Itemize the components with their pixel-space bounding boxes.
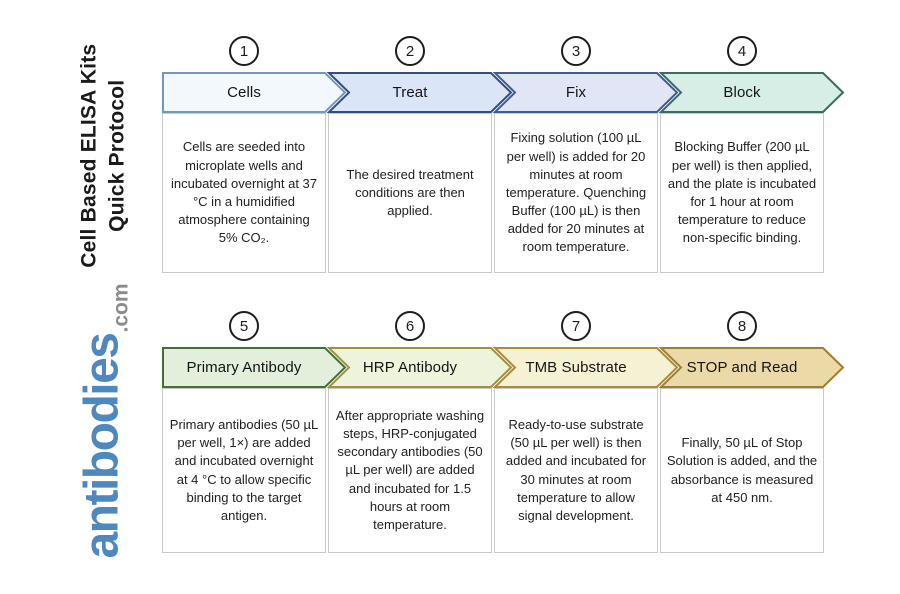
step-number-badge: 1 [229, 36, 259, 66]
step-description-text: Cells are seeded into microplate wells a… [171, 139, 317, 246]
step-number-wrap: 8 [660, 311, 824, 347]
step-label: Treat [392, 84, 428, 101]
step-label: Fix [565, 84, 587, 101]
step-number-badge: 3 [561, 36, 591, 66]
vertical-title-line1: Cell Based ELISA Kits [77, 43, 101, 268]
arrow-shape-icon [326, 347, 513, 388]
step-number-badge: 4 [727, 36, 757, 66]
step-arrow: Fix [492, 72, 679, 113]
step-number-badge: 7 [561, 311, 591, 341]
step-description: Ready-to-use substrate (50 µL per well) … [494, 388, 658, 553]
protocol-row-2: 5 Primary Antibody Primary antibodies (5… [162, 311, 845, 553]
step-label: TMB Substrate [525, 359, 627, 376]
step-description: Fixing solution (100 µL per well) is add… [494, 113, 658, 273]
step-column-2: 2 Treat The desired treatment conditions… [326, 36, 513, 273]
step-arrow: HRP Antibody [326, 347, 513, 388]
step-number-wrap: 1 [162, 36, 326, 72]
step-number-badge: 2 [395, 36, 425, 66]
step-description-text: After appropriate washing steps, HRP-con… [335, 407, 485, 532]
step-description-text: Ready-to-use substrate (50 µL per well) … [505, 416, 647, 523]
arrow-shape-icon [658, 347, 845, 388]
step-label: STOP and Read [686, 359, 798, 376]
step-arrow: TMB Substrate [492, 347, 679, 388]
step-column-1: 1 Cells Cells are seeded into microplate… [162, 36, 347, 273]
arrow-shape-icon [162, 72, 347, 113]
step-arrow: STOP and Read [658, 347, 845, 388]
step-description-text: Blocking Buffer (200 µL per well) is the… [667, 139, 817, 246]
step-number-badge: 6 [395, 311, 425, 341]
step-column-3: 3 Fix Fixing solution (100 µL per well) … [492, 36, 679, 273]
logo-wordmark: antibodies [75, 333, 129, 559]
arrow-shape-icon [492, 347, 679, 388]
step-description: Primary antibodies (50 µL per well, 1×) … [162, 388, 326, 553]
step-number-wrap: 7 [494, 311, 658, 347]
step-arrow: Block [658, 72, 845, 113]
step-label: Cells [227, 84, 261, 101]
step-description-text: Fixing solution (100 µL per well) is add… [505, 130, 647, 255]
step-arrow: Treat [326, 72, 513, 113]
step-column-7: 7 TMB Substrate Ready-to-use substrate (… [492, 311, 679, 553]
step-label: Block [723, 84, 761, 101]
vertical-title: Cell Based ELISA Kits Quick Protocol [75, 36, 130, 276]
step-arrow: Primary Antibody [162, 347, 347, 388]
arrow-shape-icon [326, 72, 513, 113]
logo-tld: .com [109, 283, 133, 333]
step-number-wrap: 5 [162, 311, 326, 347]
step-description-text: Primary antibodies (50 µL per well, 1×) … [169, 416, 319, 523]
step-description-text: Finally, 50 µL of Stop Solution is added… [666, 435, 818, 505]
step-description: After appropriate washing steps, HRP-con… [328, 388, 492, 553]
step-number-wrap: 3 [494, 36, 658, 72]
arrow-shape-icon [492, 72, 679, 113]
step-description: Finally, 50 µL of Stop Solution is added… [660, 388, 824, 553]
step-column-4: 4 Block Blocking Buffer (200 µL per well… [658, 36, 845, 273]
arrow-shape-icon [658, 72, 845, 113]
step-column-5: 5 Primary Antibody Primary antibodies (5… [162, 311, 347, 553]
arrow-shape-icon [162, 347, 347, 388]
step-number-wrap: 4 [660, 36, 824, 72]
logo: antibodies .com [67, 279, 133, 564]
protocol-row-1: 1 Cells Cells are seeded into microplate… [162, 36, 845, 273]
step-number-wrap: 6 [328, 311, 492, 347]
step-number-wrap: 2 [328, 36, 492, 72]
step-description-text: The desired treatment conditions are the… [346, 166, 474, 219]
step-column-8: 8 STOP and Read Finally, 50 µL of Stop S… [658, 311, 845, 553]
step-arrow: Cells [162, 72, 347, 113]
step-number-badge: 5 [229, 311, 259, 341]
step-label: HRP Antibody [362, 359, 458, 376]
step-description: Blocking Buffer (200 µL per well) is the… [660, 113, 824, 273]
step-number-badge: 8 [727, 311, 757, 341]
step-description: The desired treatment conditions are the… [328, 113, 492, 273]
vertical-title-line2: Quick Protocol [105, 79, 128, 232]
step-column-6: 6 HRP Antibody After appropriate washing… [326, 311, 513, 553]
step-description: Cells are seeded into microplate wells a… [162, 113, 326, 273]
step-label: Primary Antibody [186, 359, 302, 376]
